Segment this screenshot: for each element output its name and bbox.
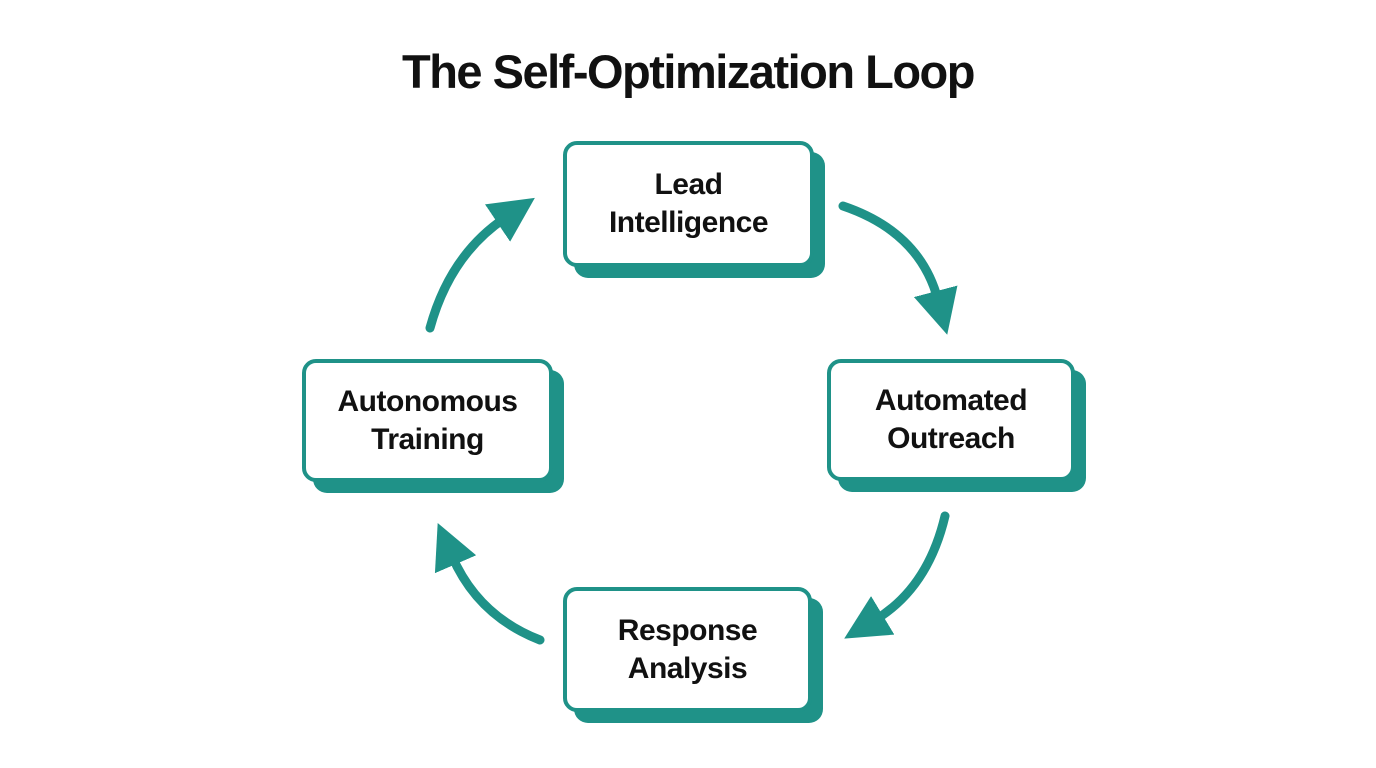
node-automated-outreach: Automated Outreach: [827, 359, 1075, 481]
arrow-lead-to-outreach: [838, 201, 958, 335]
node-response-analysis: Response Analysis: [563, 587, 812, 712]
node-label: Lead Intelligence: [608, 168, 769, 239]
arrow-training-to-lead: [425, 197, 535, 333]
node-label: Automated Outreach: [874, 384, 1028, 455]
arrow-outreach-to-analysis: [844, 511, 950, 639]
arrow-analysis-to-training: [434, 522, 545, 645]
page-title: The Self-Optimization Loop: [402, 45, 975, 98]
node-autonomous-training: Autonomous Training: [302, 359, 553, 482]
node-label: Autonomous Training: [337, 384, 518, 456]
node-label: Response Analysis: [617, 613, 758, 685]
node-lead-intelligence: Lead Intelligence: [563, 141, 814, 267]
